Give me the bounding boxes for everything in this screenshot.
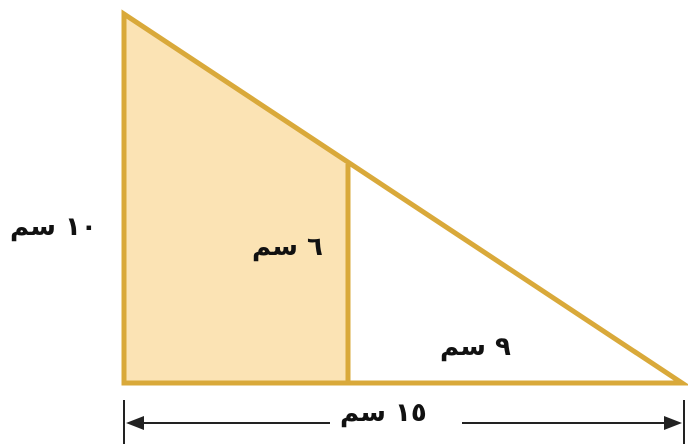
large-triangle-outline xyxy=(121,9,688,386)
label-inner-height: ٦ سم xyxy=(252,232,323,262)
label-small-base: ٩ سم xyxy=(440,332,511,362)
arrowhead-right xyxy=(664,416,682,430)
shaded-trapezoid xyxy=(124,14,348,383)
label-left-height: ١٠ سم xyxy=(10,212,97,242)
arrowhead-left xyxy=(126,416,144,430)
label-total-base: ١٥ سم xyxy=(340,398,427,428)
